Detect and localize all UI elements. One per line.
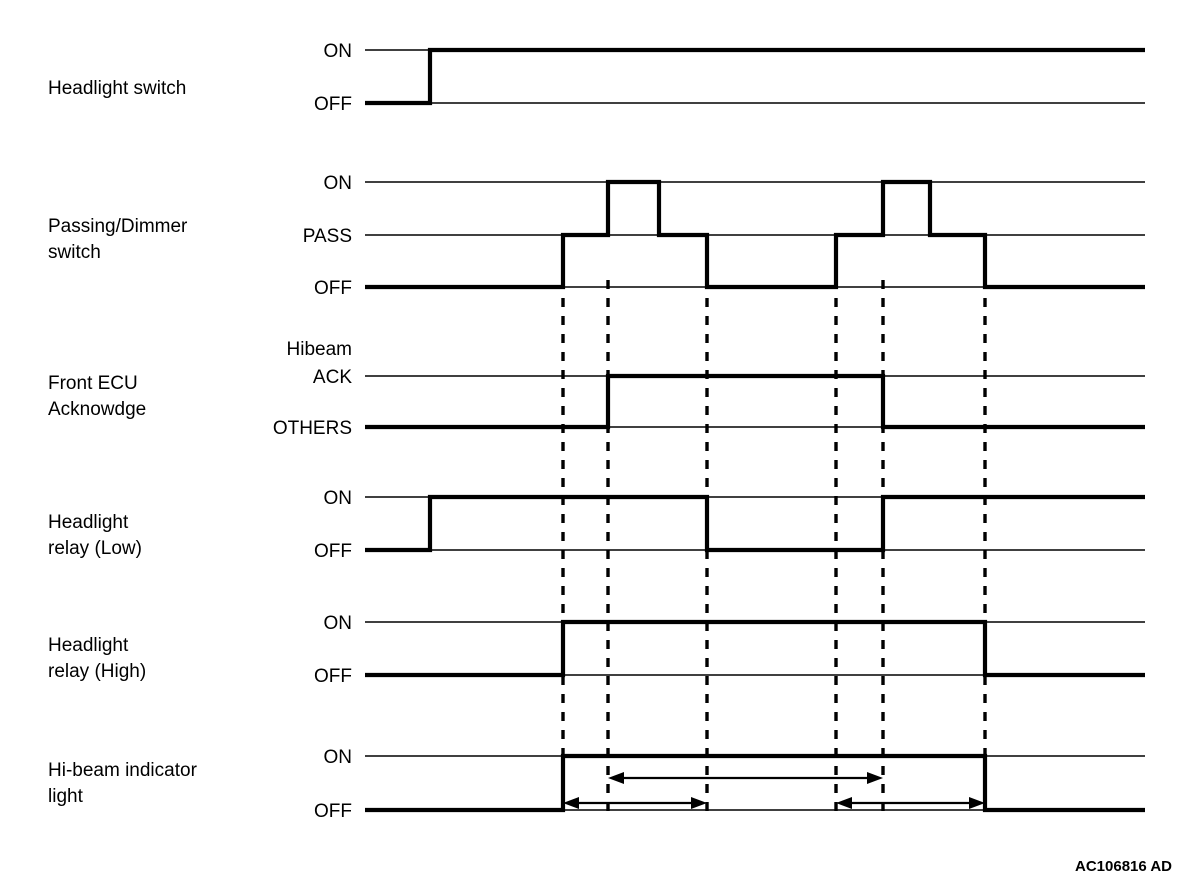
state-label-hi-beam-indicator-light-on: ON: [324, 747, 353, 768]
signal-trace-front-ecu-acknowledge: [365, 373, 1145, 430]
signal-trace-headlight-relay-low: [365, 494, 1145, 553]
signal-traces: [365, 47, 1145, 813]
duration-arrows: [563, 772, 985, 809]
state-label-headlight-relay-low-on: ON: [324, 488, 353, 509]
row-label-hi-beam-indicator-light: Hi-beam indicator: [48, 760, 198, 781]
signal-trace-headlight-switch: [365, 47, 1145, 106]
state-label-hi-beam-indicator-light-off: OFF: [314, 801, 352, 822]
arrow-lower-left-head-right: [691, 797, 707, 809]
row-label-headlight-relay-low: Headlight: [48, 512, 129, 533]
arrow-upper: [608, 772, 883, 784]
arrow-lower-right-head-left: [836, 797, 852, 809]
signal-trace-headlight-relay-high: [365, 619, 1145, 678]
row-label-headlight-relay-high: Headlight: [48, 635, 129, 656]
state-label-front-ecu-acknowledge-ack: ACK: [313, 367, 352, 388]
row-label-front-ecu-acknowledge: Front ECU: [48, 373, 138, 394]
row-label-hi-beam-indicator-light: light: [48, 786, 84, 807]
state-label-passing-dimmer-switch-off: OFF: [314, 278, 352, 299]
row-label-passing-dimmer-switch: Passing/Dimmer: [48, 216, 188, 237]
row-label-front-ecu-acknowledge: Acknowdge: [48, 399, 146, 420]
baseline-guides: [365, 49, 1145, 811]
signal-trace-hi-beam-indicator-light: [365, 753, 1145, 813]
state-label-headlight-relay-low-off: OFF: [314, 541, 352, 562]
arrow-upper-head-right: [867, 772, 883, 784]
state-label-passing-dimmer-switch-on: ON: [324, 173, 353, 194]
state-label-front-ecu-acknowledge-hibeam: Hibeam: [287, 339, 352, 360]
state-label-headlight-relay-high-off: OFF: [314, 666, 352, 687]
state-label-headlight-relay-high-on: ON: [324, 613, 353, 634]
state-label-headlight-switch-off: OFF: [314, 94, 352, 115]
row-label-headlight-switch: Headlight switch: [48, 78, 186, 99]
figure-code-label: AC106816 AD: [1075, 858, 1172, 875]
arrow-lower-right-head-right: [969, 797, 985, 809]
state-label-headlight-switch-on: ON: [324, 41, 353, 62]
state-label-front-ecu-acknowledge-others: OTHERS: [273, 418, 352, 439]
arrow-upper-head-left: [608, 772, 624, 784]
signal-trace-passing-dimmer-switch: [365, 179, 1145, 290]
arrow-lower-left-head-left: [563, 797, 579, 809]
row-label-headlight-relay-high: relay (High): [48, 661, 146, 682]
arrow-lower-left: [563, 797, 707, 809]
row-label-headlight-relay-low: relay (Low): [48, 538, 142, 559]
arrow-lower-right: [836, 797, 985, 809]
row-label-passing-dimmer-switch: switch: [48, 242, 101, 263]
state-label-passing-dimmer-switch-pass: PASS: [303, 226, 352, 247]
